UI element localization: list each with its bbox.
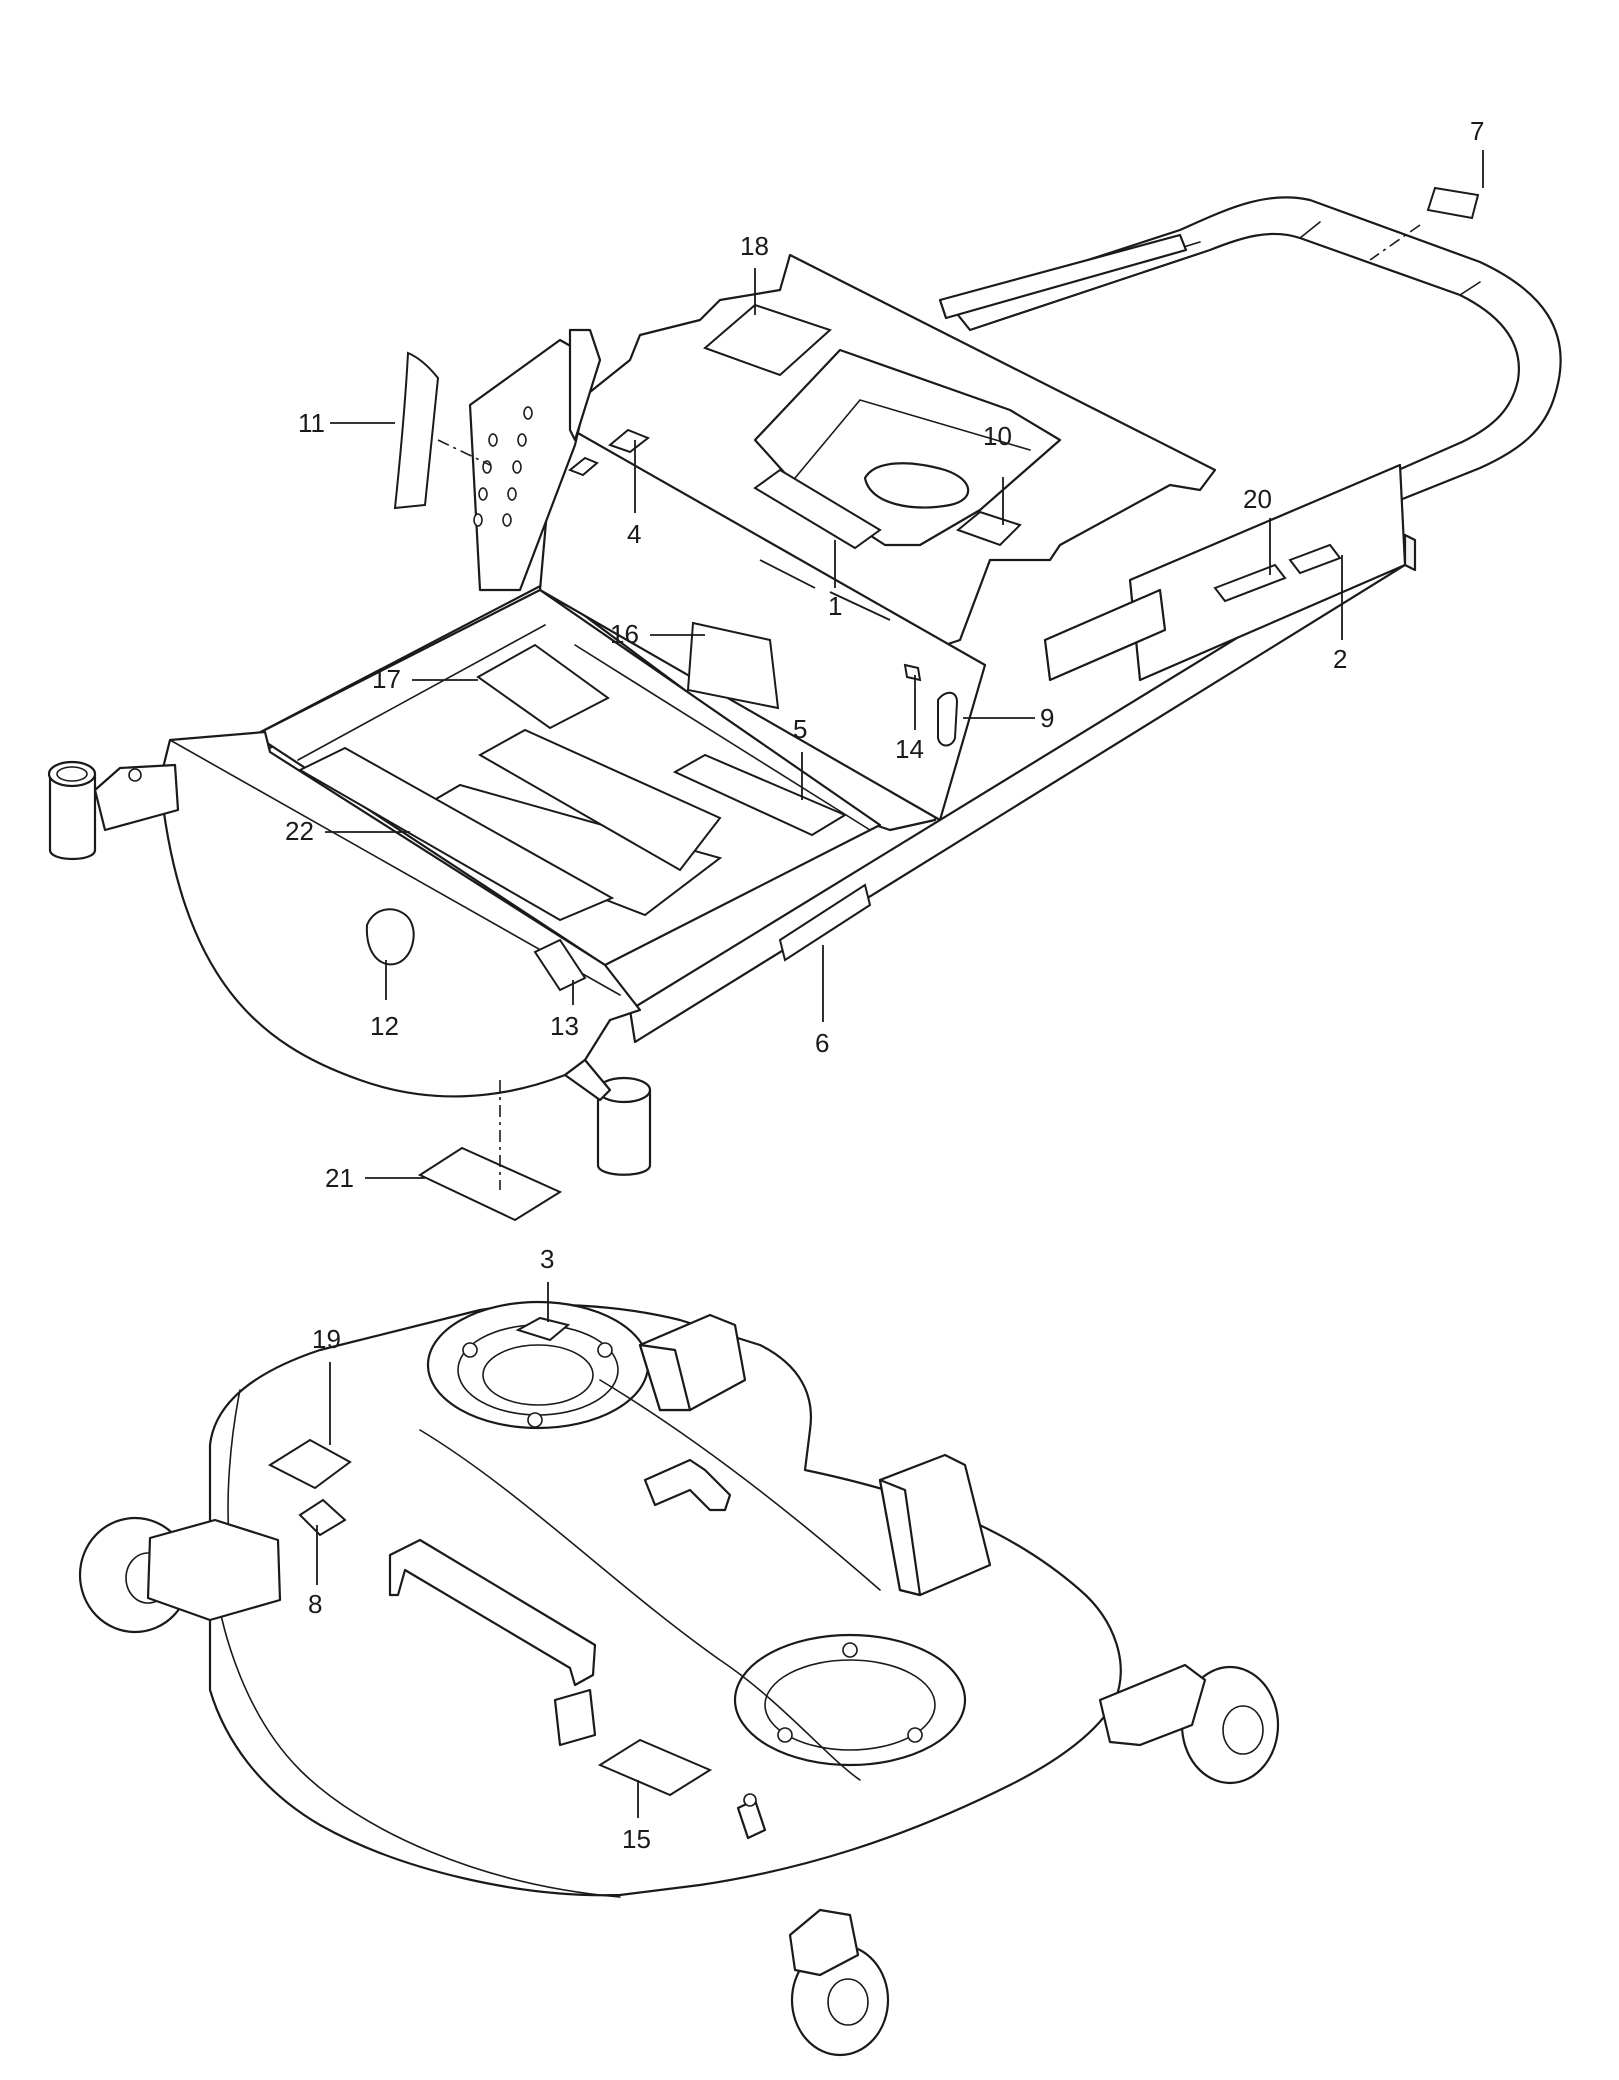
decal-17 — [476, 643, 610, 730]
callout-22: 22 — [285, 816, 314, 846]
decal-7 — [1426, 186, 1480, 220]
left-castor-tube — [48, 773, 97, 860]
callout-1: 1 — [828, 591, 842, 621]
decal-19 — [267, 1438, 352, 1490]
decal-3 — [515, 1316, 571, 1342]
callout-3: 3 — [540, 1244, 554, 1274]
right-castor-tube — [596, 1088, 652, 1176]
decal-16 — [686, 621, 780, 710]
callout-16: 16 — [610, 619, 639, 649]
callout-12: 12 — [370, 1011, 399, 1041]
decal-20 — [1213, 563, 1287, 603]
decal-10 — [955, 510, 1022, 547]
decal-2 — [1288, 543, 1342, 575]
decal-4 — [608, 428, 650, 454]
decal-18 — [703, 303, 832, 377]
decal-8 — [298, 1498, 347, 1537]
decal-1 — [753, 468, 882, 550]
decal-14 — [903, 663, 922, 682]
decal-5 — [672, 753, 848, 837]
deck-assembly — [78, 1300, 1280, 2057]
callout-17: 17 — [372, 664, 401, 694]
callout-10: 10 — [983, 421, 1012, 451]
callout-5: 5 — [793, 714, 807, 744]
callout-21: 21 — [325, 1163, 354, 1193]
decal-21 — [417, 1146, 563, 1222]
decal-12 — [365, 908, 415, 966]
left-castor-mount — [93, 763, 180, 832]
callout-11: 11 — [298, 408, 325, 438]
decal-22c — [297, 746, 615, 922]
callout-19: 19 — [312, 1324, 341, 1354]
right-spindle-housing — [733, 1633, 967, 1767]
callout-8: 8 — [308, 1589, 322, 1619]
decal-6 — [778, 883, 872, 962]
seat-adjust-bracket — [468, 338, 597, 592]
decal-13 — [533, 938, 587, 992]
callout-14: 14 — [895, 734, 924, 764]
right-rear-wheel-bracket — [1098, 1663, 1207, 1747]
callout-13: 13 — [550, 1011, 579, 1041]
decal-15 — [597, 1738, 713, 1797]
deck-bracket-center — [643, 1458, 732, 1512]
callout-18: 18 — [740, 231, 769, 261]
front-center-wheel-bracket — [788, 1908, 860, 1977]
callout-7: 7 — [1470, 116, 1484, 146]
decal-4-slot — [568, 456, 599, 477]
decal-22b — [477, 728, 722, 872]
frame-assembly — [47, 186, 1562, 1222]
left-wheel-bracket — [146, 1518, 282, 1622]
callout-6: 6 — [815, 1028, 829, 1058]
callout-2: 2 — [1333, 644, 1347, 674]
deck-hanger-bracket — [388, 1538, 597, 1687]
callout-15: 15 — [622, 1824, 651, 1854]
callout-4: 4 — [627, 519, 641, 549]
decal-11 — [393, 351, 440, 510]
callout-9: 9 — [1040, 703, 1054, 733]
callout-20: 20 — [1243, 484, 1272, 514]
leader-lines — [316, 150, 1484, 1818]
decal-9 — [937, 691, 959, 747]
callout-labels: 18 7 11 10 4 20 1 2 16 17 9 5 14 22 12 1… — [285, 116, 1484, 1854]
